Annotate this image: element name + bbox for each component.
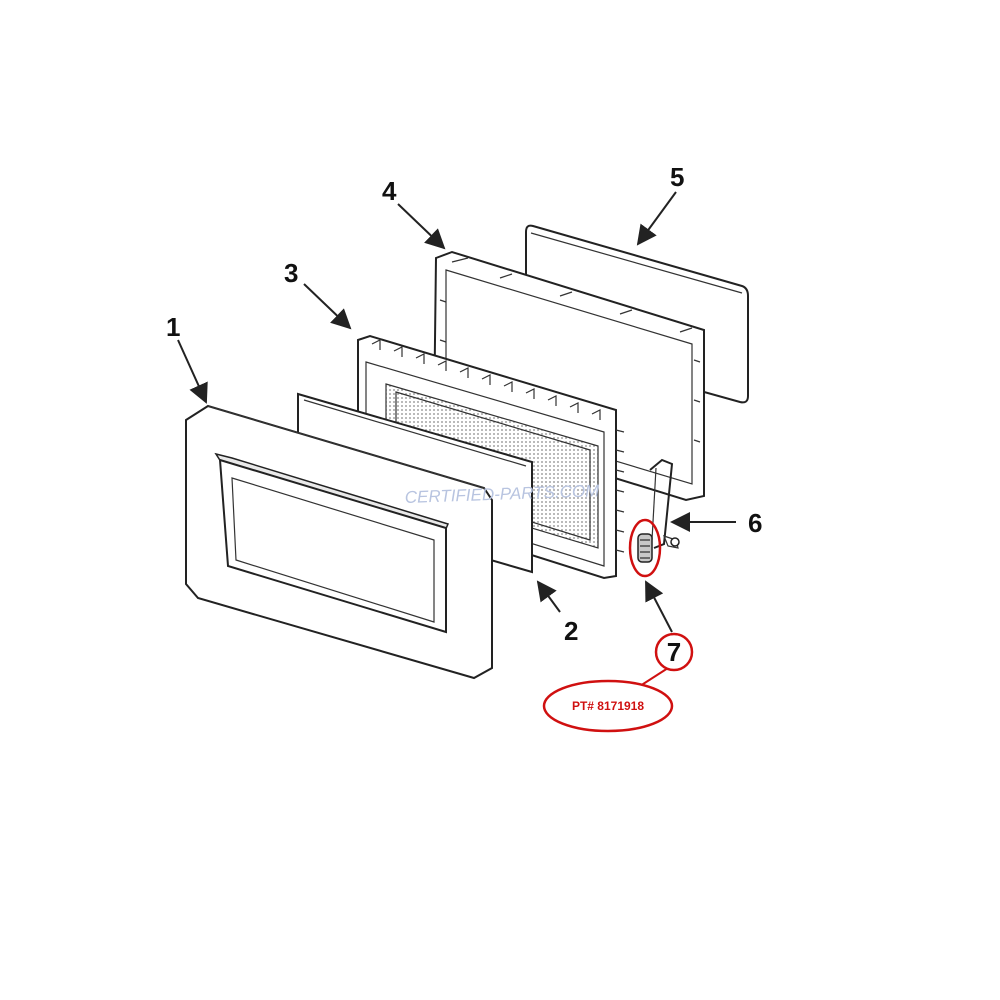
part-1-outer-door-frame xyxy=(185,404,493,680)
leader-4 xyxy=(397,203,446,250)
callout-7: 7 xyxy=(667,637,681,667)
leader-2 xyxy=(536,580,561,613)
part-7-spring xyxy=(628,518,662,578)
callout-1: 1 xyxy=(166,312,180,342)
part-number-badge: PT# 8171918 xyxy=(542,679,674,733)
leader-3 xyxy=(303,283,352,330)
callout-4: 4 xyxy=(382,176,397,206)
part-number-text: PT# 8171918 xyxy=(572,699,644,713)
callout-5: 5 xyxy=(670,162,684,192)
callout-3: 3 xyxy=(284,258,298,288)
leader-5 xyxy=(636,191,677,246)
spring-highlight-ring xyxy=(628,518,662,578)
mesh-frame-teeth xyxy=(371,339,625,553)
callout-6: 6 xyxy=(748,508,762,538)
callout-2: 2 xyxy=(564,616,578,646)
leader-1 xyxy=(177,339,208,404)
leader-lines xyxy=(177,191,736,687)
leader-part-tag xyxy=(639,667,669,687)
callout-7-badge: 7 xyxy=(654,632,694,672)
leader-7 xyxy=(645,580,673,633)
